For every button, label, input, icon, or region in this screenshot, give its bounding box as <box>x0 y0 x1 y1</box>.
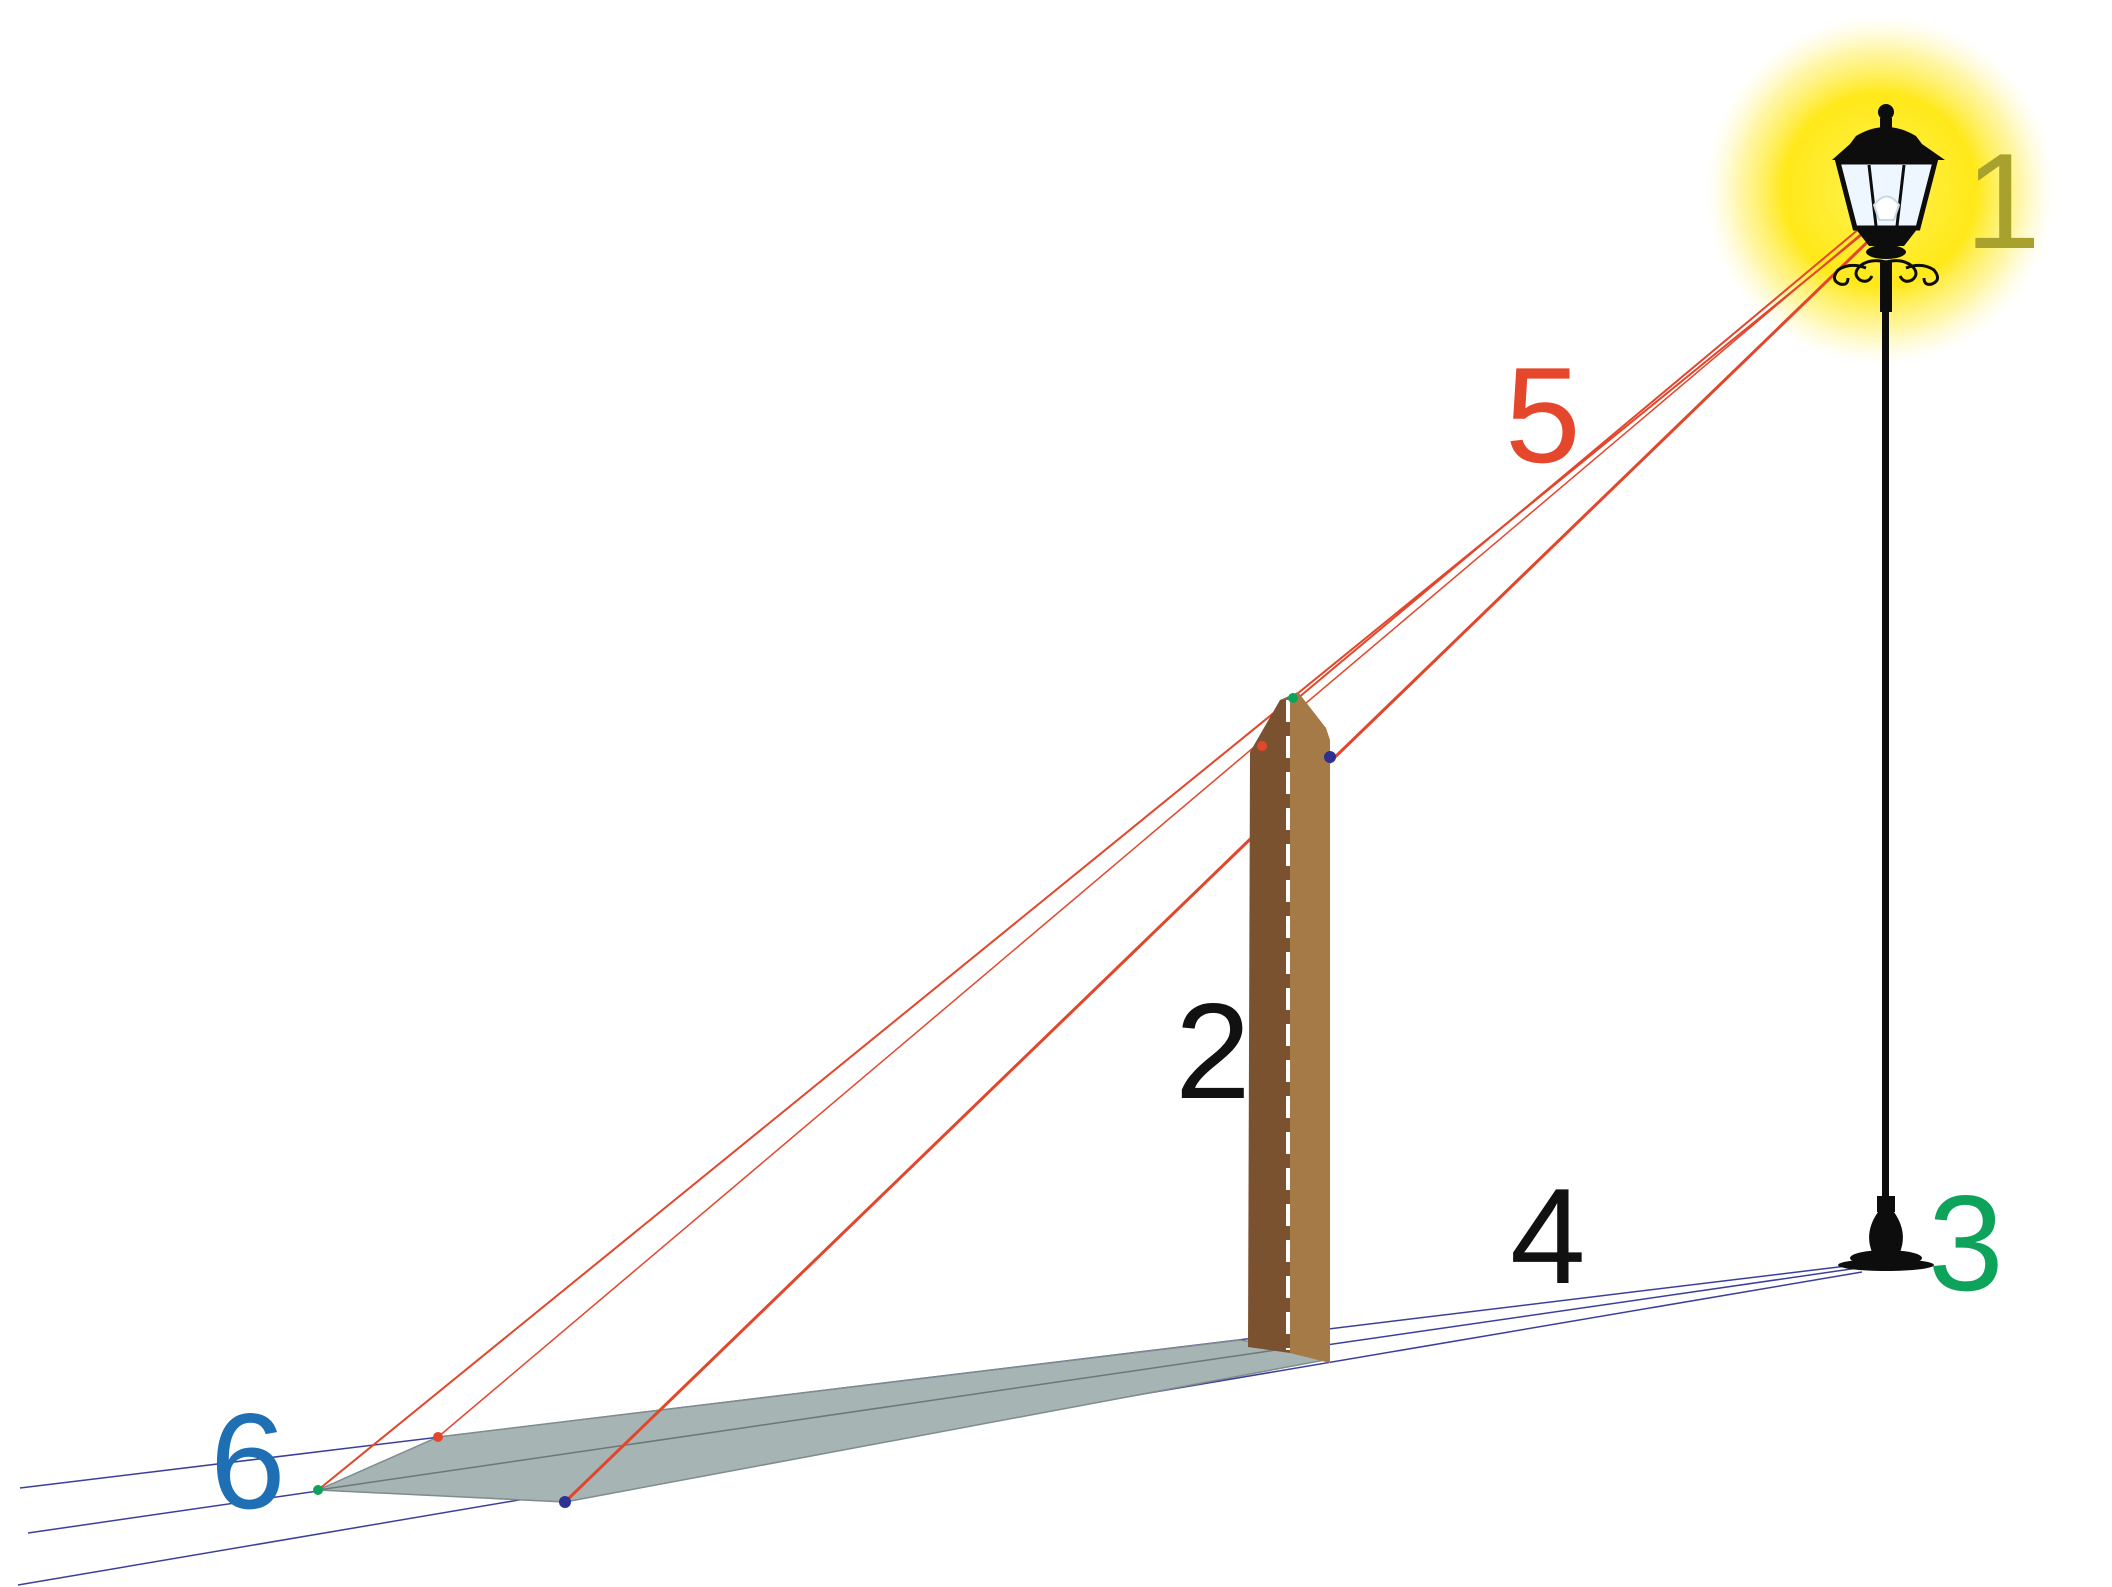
shadow-centerline <box>317 1347 1291 1491</box>
wooden-post-icon <box>1248 692 1330 1363</box>
projection-points <box>313 693 1336 1508</box>
label-object: 2 <box>1175 975 1251 1127</box>
label-shadow: 6 <box>210 1385 286 1537</box>
street-lamp-icon <box>1832 104 1945 1271</box>
light-rays <box>317 217 1887 1504</box>
label-object-base: 3 <box>1928 1167 2004 1319</box>
label-light-rays: 5 <box>1505 339 1581 491</box>
label-ground-line: 4 <box>1510 1160 1586 1312</box>
label-light-source: 1 <box>1965 125 2041 277</box>
